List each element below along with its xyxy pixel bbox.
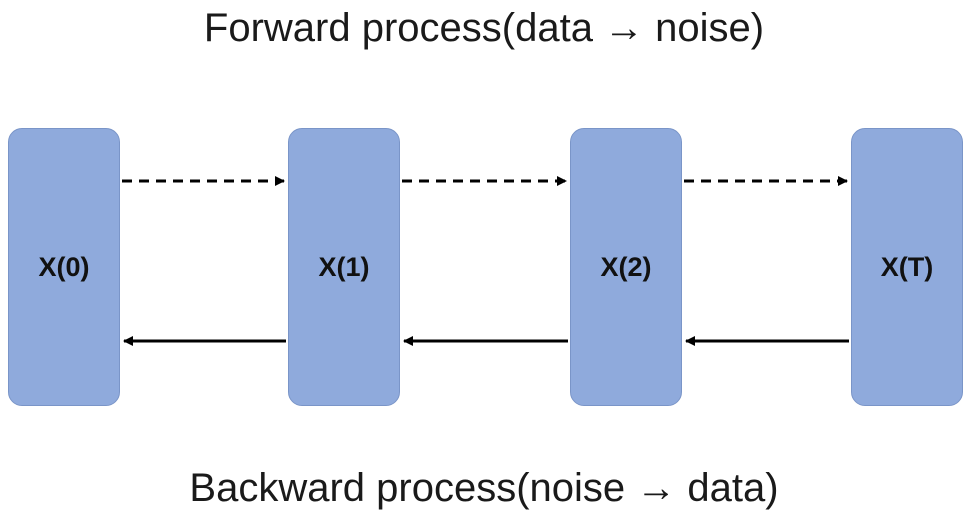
state-node-x1: X(1)	[288, 128, 400, 406]
state-node-label: X(T)	[880, 251, 934, 282]
state-node-label: X(1)	[318, 251, 370, 282]
backward-process-caption: Backward process(noise → data)	[189, 466, 779, 510]
state-node-x2: X(2)	[570, 128, 682, 406]
forward-process-caption: Forward process(data → noise)	[203, 6, 765, 50]
state-node-label: X(0)	[38, 251, 90, 282]
state-node-x0: X(0)	[8, 128, 120, 406]
state-node-xt: X(T)	[851, 128, 963, 406]
state-node-label: X(2)	[600, 251, 652, 282]
